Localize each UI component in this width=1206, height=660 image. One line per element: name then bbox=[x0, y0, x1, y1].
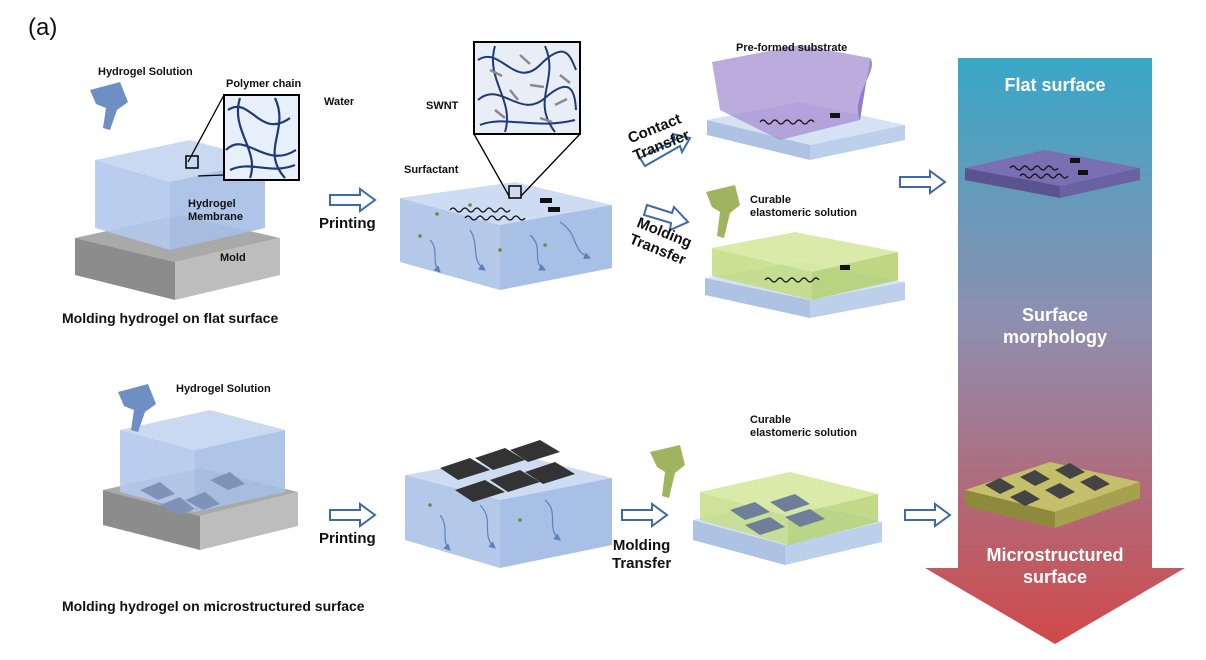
printing-arrow-top bbox=[329, 187, 377, 213]
caption-micro: Molding hydrogel on microstructured surf… bbox=[62, 598, 365, 614]
molding-transfer-arrow-bottom bbox=[621, 502, 669, 528]
swnt-label: SWNT bbox=[426, 100, 459, 112]
polymer-chain-zoom bbox=[185, 94, 300, 181]
flat-surface-device bbox=[965, 150, 1140, 198]
printing-label-bottom: Printing bbox=[319, 530, 376, 547]
curable-solution-label-top: Curable elastomeric solution bbox=[750, 194, 857, 219]
caption-flat: Molding hydrogel on flat surface bbox=[62, 310, 279, 326]
pre-formed-substrate-label: Pre-formed substrate bbox=[736, 42, 848, 54]
bar-bottom-label: Microstructured surface bbox=[986, 545, 1124, 587]
curable-solution-label-bottom: Curable elastomeric solution bbox=[750, 414, 857, 439]
printing-arrow-bottom bbox=[329, 502, 377, 528]
molding-transfer-label-top: Molding Transfer bbox=[626, 214, 695, 269]
surfactant-label: Surfactant bbox=[404, 164, 459, 176]
molding-transfer-label-bottom: Molding Transfer bbox=[612, 537, 672, 572]
water-label: Water bbox=[324, 96, 355, 108]
pre-formed-substrate-device bbox=[707, 45, 905, 160]
contact-transfer-arrow bbox=[638, 132, 692, 168]
panel-label: (a) bbox=[28, 14, 58, 41]
printing-label-top: Printing bbox=[319, 215, 376, 232]
molded-device-bottom bbox=[693, 472, 882, 565]
bar-middle-label: Surface morphology bbox=[1003, 305, 1107, 347]
hydrogel-membrane-block bbox=[95, 140, 265, 250]
hydrogel-solution-label: Hydrogel Solution bbox=[98, 66, 193, 78]
curable-funnel-icon bbox=[706, 185, 740, 238]
micro-mold-block bbox=[103, 410, 298, 550]
swnt-zoom bbox=[473, 41, 581, 199]
contact-transfer-label: Contact Transfer bbox=[625, 110, 693, 165]
hydrogel-membrane-label: Hydrogel Membrane bbox=[188, 198, 244, 223]
bar-top-label: Flat surface bbox=[1004, 75, 1106, 95]
polymer-chain-label: Polymer chain bbox=[226, 78, 302, 90]
funnel-icon bbox=[90, 82, 128, 130]
molded-device-top bbox=[705, 232, 905, 318]
to-micro-arrow bbox=[904, 502, 952, 528]
mold-label: Mold bbox=[220, 252, 246, 264]
hydrogel-solution-label-bottom: Hydrogel Solution bbox=[176, 383, 271, 395]
to-flat-arrow bbox=[899, 169, 947, 195]
printed-hydrogel-bottom bbox=[405, 440, 612, 568]
curable-funnel-icon-bottom bbox=[650, 445, 685, 498]
printed-hydrogel-top bbox=[400, 182, 612, 290]
microstructured-surface-device bbox=[965, 462, 1140, 528]
funnel-icon-bottom bbox=[118, 384, 156, 432]
molding-transfer-arrow-top bbox=[642, 203, 690, 232]
